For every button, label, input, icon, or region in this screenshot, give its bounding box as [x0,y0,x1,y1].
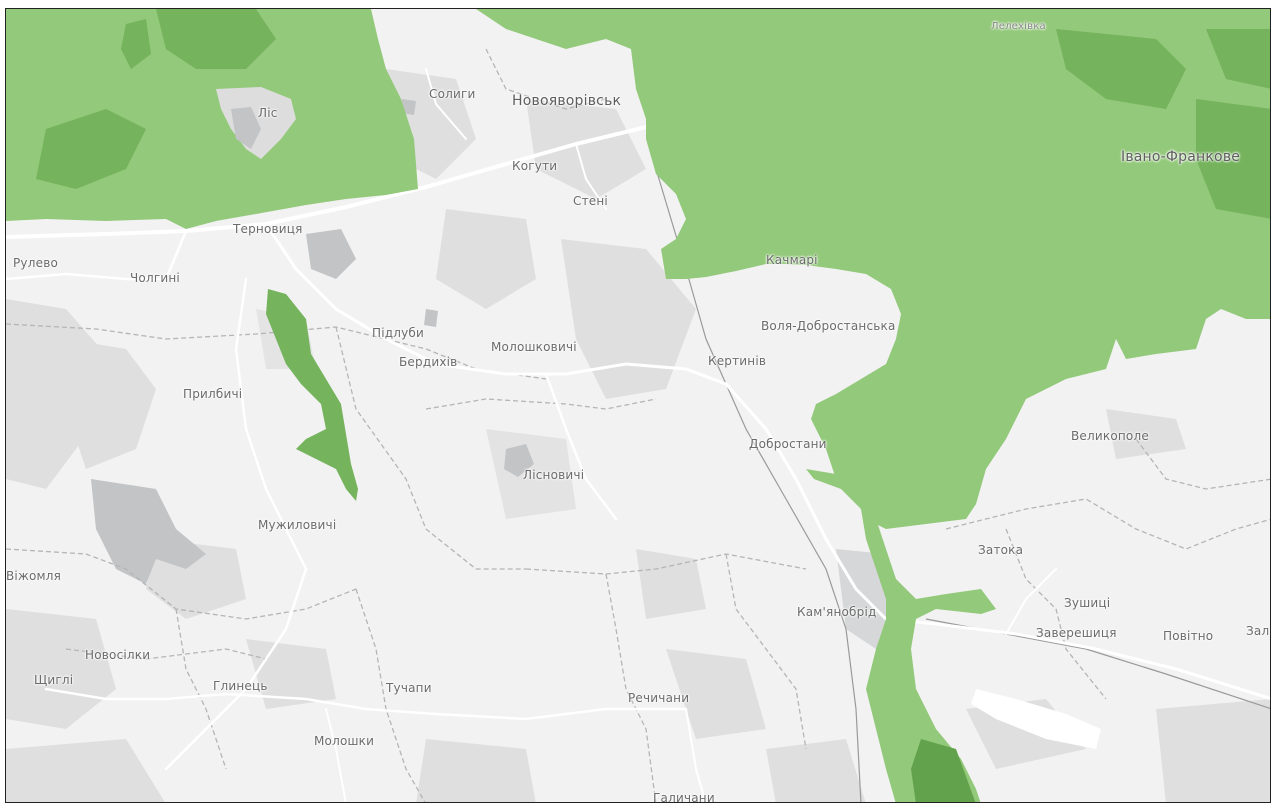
place-label-zalu: Залу [1246,624,1270,638]
place-label-volia-dobrostanska: Воля-Добростанська [761,319,896,333]
place-label-lelekhivka: Лелехівка [991,21,1046,32]
place-label-ivano-frankove: Івано-Франкове [1121,149,1241,165]
place-label-kachmari: Качмарі [766,253,818,267]
place-label-zatoka: Затока [978,543,1024,557]
place-label-kamianobrid: Кам'янобрід [797,605,877,619]
place-label-novosilky: Новосілки [85,648,151,662]
white-patch [971,689,1101,749]
place-label-lis: Ліс [258,106,278,120]
place-label-cholhyni: Чолгині [130,271,180,285]
place-label-hlynets: Глинець [213,679,268,693]
place-label-berdykhiv: Бердихів [399,355,458,369]
place-label-pidluby: Підлуби [372,326,425,340]
place-label-solygy: Солиги [429,87,476,101]
place-label-zavereshytsia: Заверешиця [1036,626,1117,640]
place-label-kohuty: Когути [512,159,558,173]
place-label-dobrostany: Добростани [749,437,827,451]
place-label-vizhomlia: Віжомля [6,569,62,583]
forest-layer [6,9,1270,802]
place-label-prylbychi: Прилбичі [183,387,243,401]
place-label-novoiavorivsk: Новояворівськ [512,93,622,109]
place-label-rulevo: Рулево [13,256,59,270]
place-label-velykopole: Великополе [1071,429,1149,443]
place-label-shchyhli: Щиглі [34,673,74,687]
place-label-moloshky: Молошки [314,734,375,748]
place-label-muzhylovychi: Мужиловичі [258,518,337,532]
place-label-ternovytsia: Терновиця [233,222,303,236]
place-label-steni: Стені [573,194,608,208]
map-canvas[interactable] [6,9,1271,803]
place-label-halychany: Галичани [653,791,715,803]
place-label-lisnovychi: Лісновичі [523,468,585,482]
place-label-zushytsi: Зушиці [1064,596,1111,610]
place-label-kertyniv: Кертинів [708,354,767,368]
place-label-moloshkovychi: Молошковичі [491,340,577,354]
place-label-tuchapy: Тучапи [386,681,432,695]
place-label-povitno: Повітно [1163,629,1214,643]
place-label-rechychany: Речичани [628,691,690,705]
